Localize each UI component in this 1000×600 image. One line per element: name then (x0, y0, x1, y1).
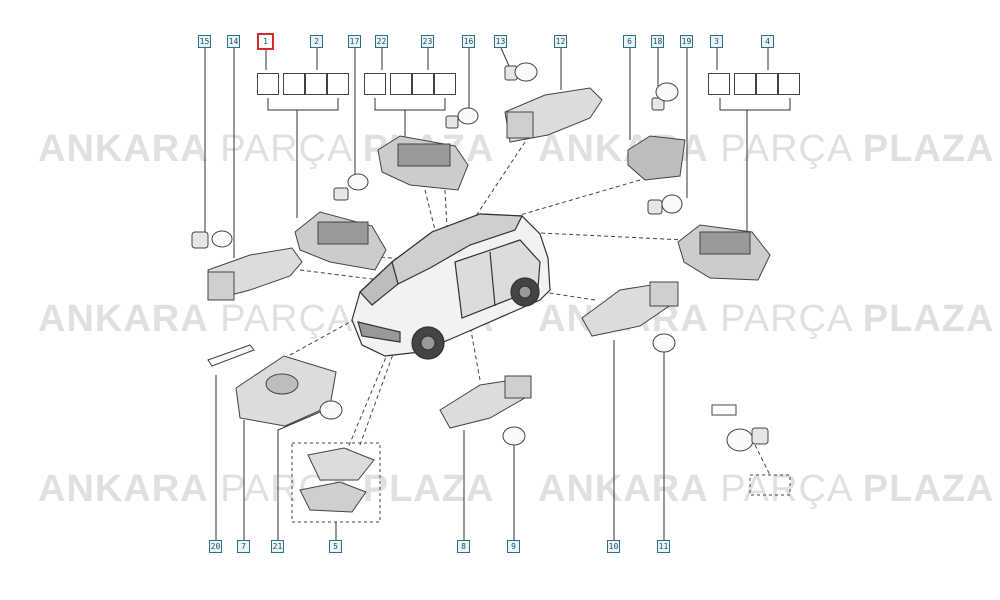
callout-17[interactable]: 17 (348, 35, 361, 48)
callout-23[interactable]: 23 (421, 35, 434, 48)
roof-console-part (677, 224, 771, 281)
lamp-symbol-icon (283, 73, 305, 95)
connection-line (519, 179, 641, 216)
callout-5[interactable]: 5 (329, 540, 342, 553)
connection-line (754, 444, 771, 476)
leader-line (267, 98, 339, 218)
lamp-symbol-icon (364, 73, 386, 95)
watermark: ANKARA PARÇA PLAZA (538, 298, 995, 340)
leader-line (277, 411, 321, 540)
callout-3[interactable]: 3 (710, 35, 723, 48)
bulb-part (504, 62, 538, 82)
bulb-part (652, 333, 676, 353)
connection-line (459, 141, 526, 241)
callout-21[interactable]: 21 (271, 540, 284, 553)
bulb-part (333, 173, 369, 201)
bulb-part (502, 426, 526, 446)
roof-console-part (377, 135, 469, 191)
watermark: ANKARA PARÇA PLAZA (538, 468, 995, 510)
leader-line (500, 47, 510, 67)
roof-console-part (294, 211, 387, 271)
callout-4[interactable]: 4 (761, 35, 774, 48)
watermark: ANKARA PARÇA PLAZA (538, 128, 995, 170)
door-lamp-part (439, 375, 532, 429)
connection-line (529, 289, 596, 301)
callout-2[interactable]: 2 (310, 35, 323, 48)
callout-12[interactable]: 12 (554, 35, 567, 48)
callout-1-selected[interactable]: 1 (257, 33, 274, 50)
callout-6[interactable]: 6 (623, 35, 636, 48)
lamp-symbol-icon (734, 73, 756, 95)
callout-22[interactable]: 22 (375, 35, 388, 48)
lamp-symbol-group (257, 73, 349, 95)
lamp-symbol-icon (778, 73, 800, 95)
callout-7[interactable]: 7 (237, 540, 250, 553)
callout-13[interactable]: 13 (494, 35, 507, 48)
callout-19[interactable]: 19 (680, 35, 693, 48)
connection-line (519, 231, 686, 241)
lamp-symbol-icon (327, 73, 349, 95)
callout-8[interactable]: 8 (457, 540, 470, 553)
callout-18[interactable]: 18 (651, 35, 664, 48)
callout-15[interactable]: 15 (198, 35, 211, 48)
lamp-symbol-icon (257, 73, 279, 95)
leader-line (719, 98, 791, 235)
festoon-bulb-part (207, 344, 255, 367)
map-lamp-part (299, 447, 375, 513)
lamp-symbol-icon (756, 73, 778, 95)
callout-9[interactable]: 9 (507, 540, 520, 553)
lamp-symbol-icon (434, 73, 456, 95)
bulb-part (647, 194, 683, 215)
callout-10[interactable]: 10 (607, 540, 620, 553)
car-illustration (351, 213, 551, 360)
bulb-part (711, 404, 769, 452)
grille-lamp-part (627, 135, 686, 181)
lamp-symbol-icon (305, 73, 327, 95)
bulb-part (651, 82, 679, 111)
connection-line (289, 299, 391, 356)
lamp-housing-part (207, 247, 303, 301)
assembly-box (291, 442, 381, 523)
door-lamp-part (581, 281, 679, 337)
connection-line (469, 324, 481, 381)
lamp-symbol-icon (412, 73, 434, 95)
bulb-part (191, 230, 233, 249)
boot-lamp-part (235, 355, 337, 427)
lamp-symbol-icon (708, 73, 730, 95)
callout-20[interactable]: 20 (209, 540, 222, 553)
lamp-symbol-group (364, 73, 456, 95)
bulb-part (445, 107, 479, 129)
lamp-symbol-icon (390, 73, 412, 95)
lamp-housing-part (504, 87, 603, 143)
callout-16[interactable]: 16 (462, 35, 475, 48)
watermark: ANKARA PARÇA PLAZA (38, 128, 493, 170)
lamp-symbol-group (708, 73, 800, 95)
callout-11[interactable]: 11 (657, 540, 670, 553)
assembly-box (749, 474, 791, 496)
connection-line (359, 279, 421, 446)
callout-14[interactable]: 14 (227, 35, 240, 48)
bulb-part (319, 400, 343, 420)
